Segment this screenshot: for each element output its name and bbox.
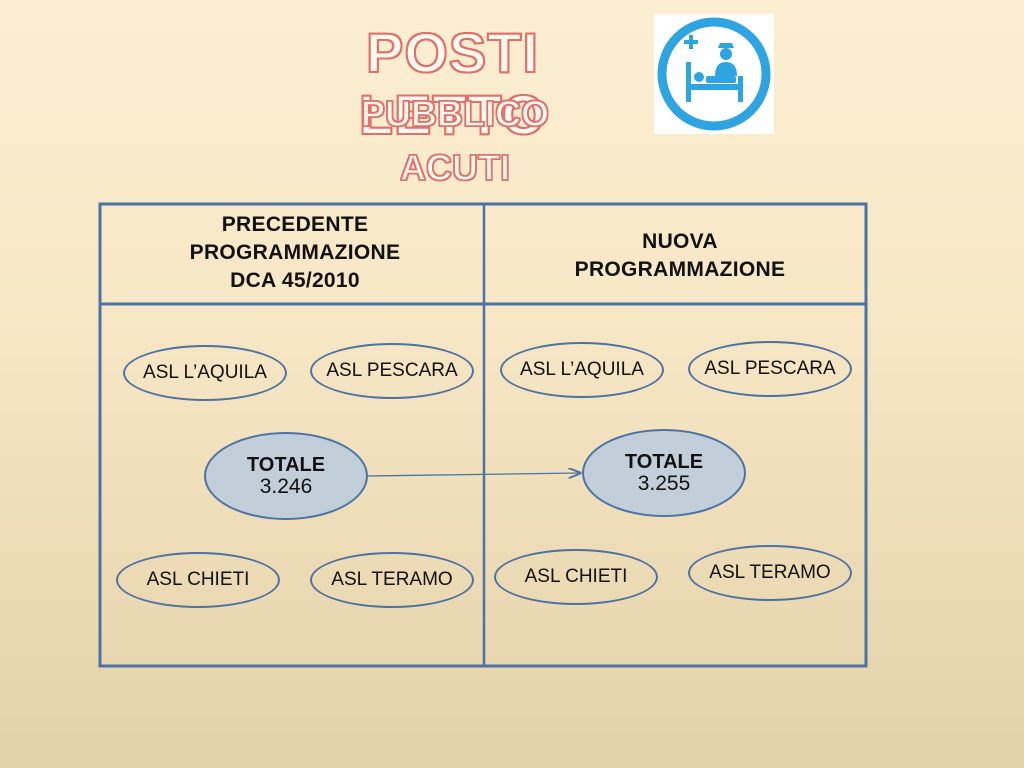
right-totale-label: TOTALE: [624, 451, 704, 473]
right-node-totale: TOTALE 3.255: [582, 429, 746, 517]
total-arrow: [367, 473, 580, 476]
right-node-asl-teramo: ASL TERAMO: [688, 545, 852, 601]
hospital-bed-icon: [654, 14, 774, 134]
left-node-totale: TOTALE 3.246: [204, 432, 368, 520]
right-node-asl-aquila: ASL L’AQUILA: [500, 342, 664, 398]
left-header-line-1: PRECEDENTE: [221, 213, 369, 236]
left-totale-value: 3.246: [259, 475, 313, 498]
right-totale-value: 3.255: [637, 472, 691, 495]
left-totale-label: TOTALE: [246, 454, 326, 476]
right-node-asl-pescara: ASL PESCARA: [688, 341, 852, 397]
left-node-asl-teramo: ASL TERAMO: [310, 552, 474, 608]
right-node-asl-chieti: ASL CHIETI: [494, 549, 658, 605]
left-node-asl-chieti: ASL CHIETI: [116, 552, 280, 608]
title-acuti: ACUTI: [399, 147, 511, 189]
left-node-asl-pescara: ASL PESCARA: [310, 343, 474, 399]
left-node-asl-aquila: ASL L’AQUILA: [123, 345, 287, 401]
left-header-line-2: PROGRAMMAZIONE: [189, 241, 401, 264]
left-header: PRECEDENTE PROGRAMMAZIONE DCA 45/2010: [110, 211, 480, 295]
right-header: NUOVA PROGRAMMAZIONE: [495, 228, 865, 284]
left-header-line-3: DCA 45/2010: [230, 269, 360, 292]
title-pubblico: PUBBLICO: [360, 93, 550, 135]
title-posti-letto: POSTI LETTO: [358, 21, 547, 147]
right-header-line-2: PROGRAMMAZIONE: [574, 258, 786, 281]
right-header-line-1: NUOVA: [642, 230, 718, 253]
